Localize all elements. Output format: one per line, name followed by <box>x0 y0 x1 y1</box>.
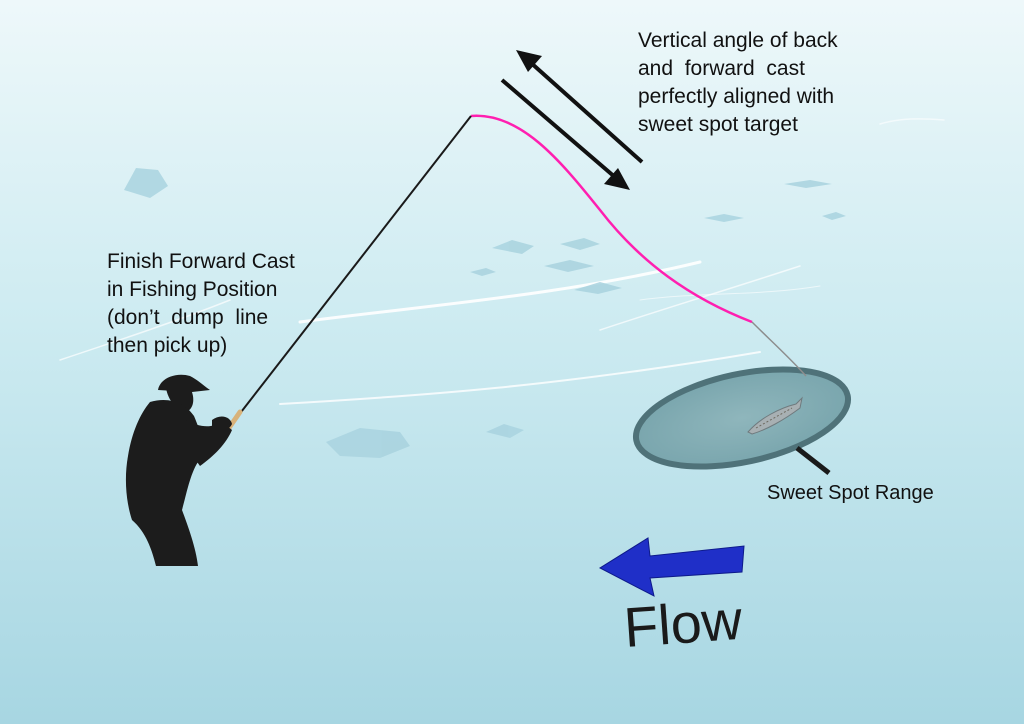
sweet-spot-label: Sweet Spot Range <box>767 482 934 504</box>
flow-label: Flow <box>621 587 745 659</box>
flow-arrow <box>598 537 745 597</box>
current-streaks <box>59 118 945 405</box>
fly-line <box>470 114 753 324</box>
sweet-spot-pointer <box>795 446 831 475</box>
finish-forward-cast-annotation: Finish Forward Cast in Fishing Position … <box>107 250 295 357</box>
leader-line <box>751 321 807 377</box>
water-rocks <box>124 168 846 458</box>
forward-cast-arrow <box>500 78 630 190</box>
sweet-spot-range <box>632 366 852 475</box>
back-cast-arrow <box>516 50 644 164</box>
angler-silhouette <box>125 374 232 566</box>
fly-rod <box>237 115 472 417</box>
vertical-angle-annotation: Vertical angle of back and forward cast … <box>638 29 838 136</box>
trout-icon <box>747 396 803 435</box>
